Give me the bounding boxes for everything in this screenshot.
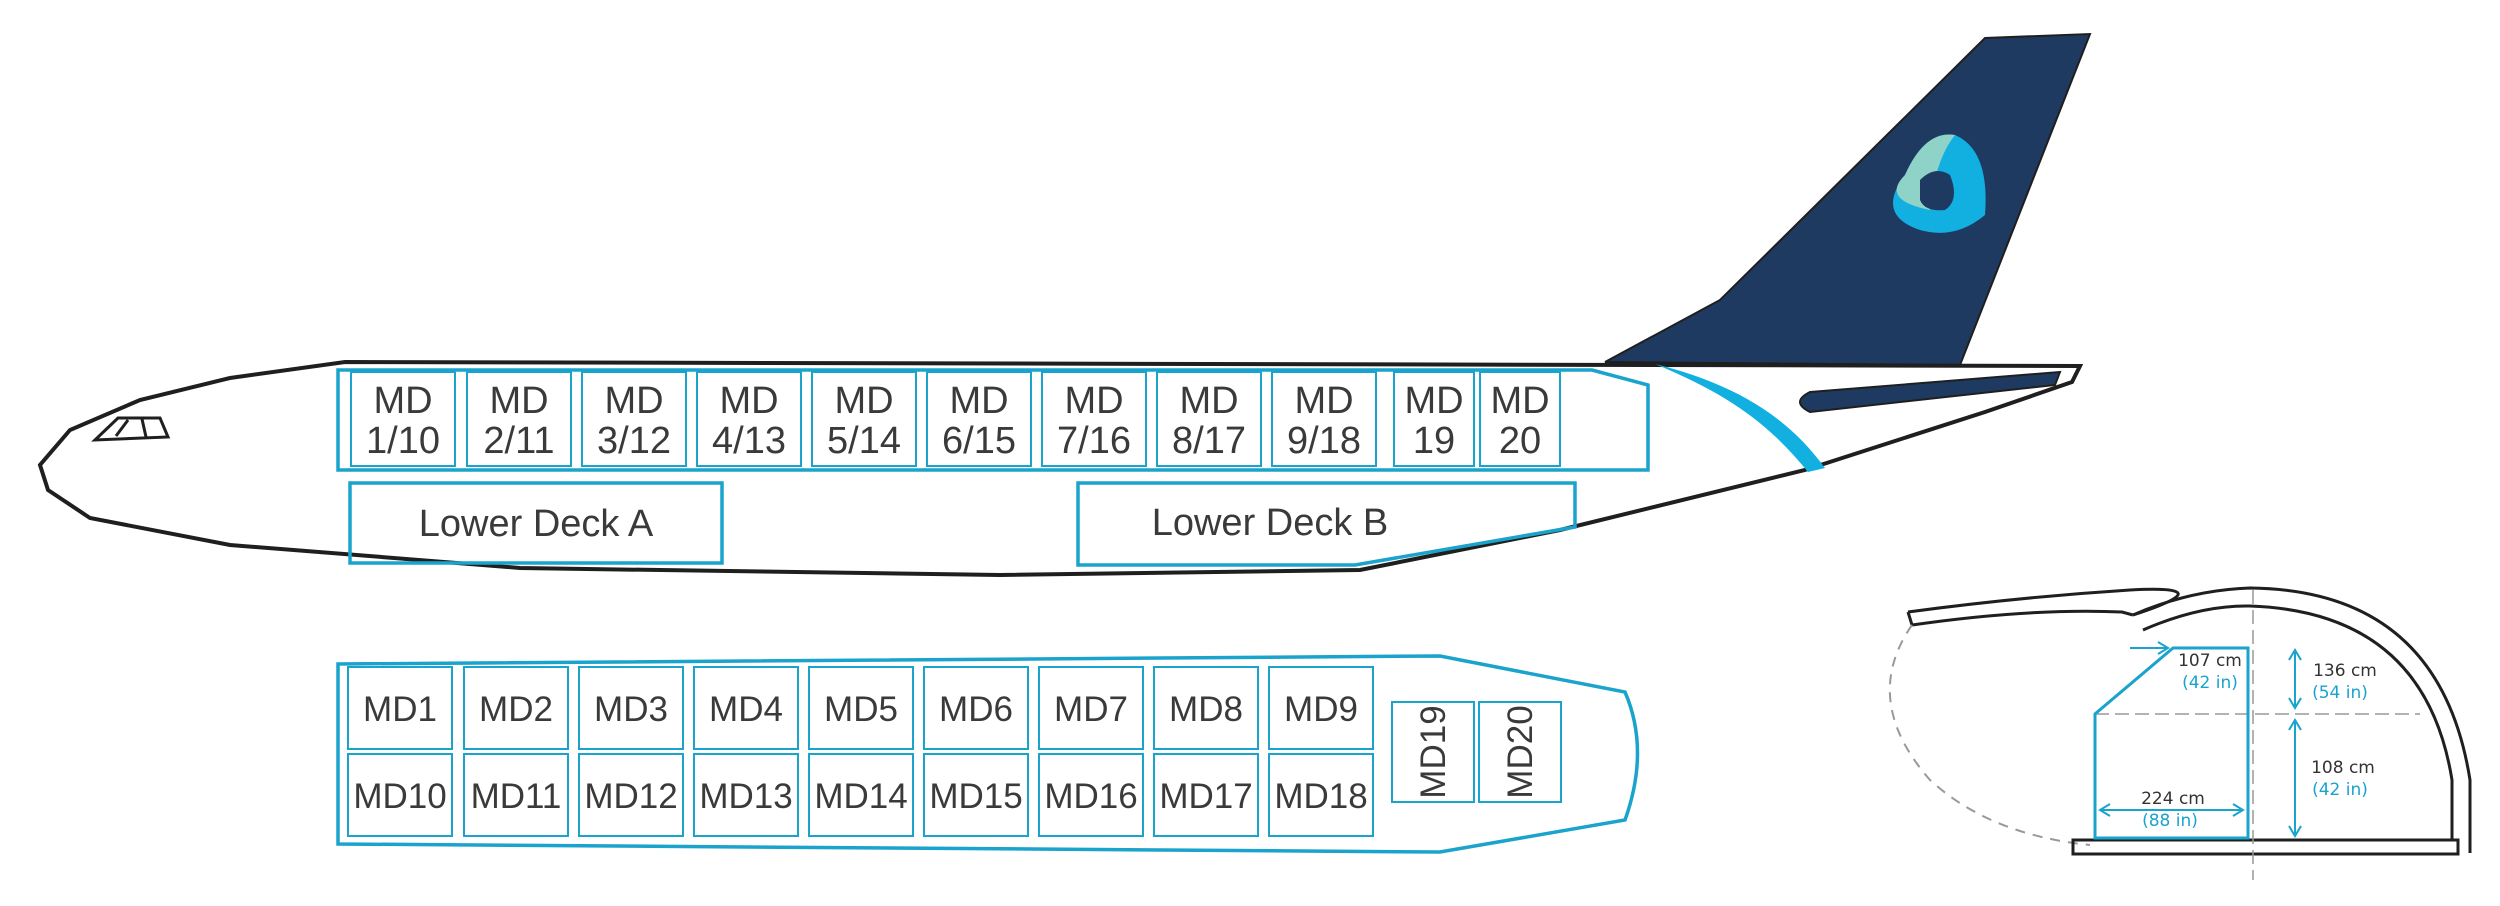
lower-deck-b-box (1076, 481, 1577, 567)
position-label-bottom: 19 (1413, 420, 1455, 462)
position-label: MD5 (824, 690, 898, 729)
upper-deck-position (926, 371, 1032, 467)
position-label-bottom: 1/10 (366, 420, 440, 462)
position-label-rotated: MD19 (1414, 705, 1453, 798)
position-label-top: MD (489, 380, 548, 422)
main-deck-position (808, 666, 914, 750)
upper-deck-position (581, 371, 687, 467)
main-deck-position (463, 753, 569, 837)
position-label: MD11 (471, 777, 562, 816)
position-label: MD14 (814, 777, 907, 816)
position-label-top: MD (834, 380, 893, 422)
main-deck-position (347, 666, 453, 750)
main-deck-position (578, 753, 684, 837)
position-label-top: MD (1294, 380, 1353, 422)
upper-deck-position (696, 371, 802, 467)
position-label: MD4 (709, 690, 783, 729)
position-label-bottom: 6/15 (942, 420, 1016, 462)
position-label-bottom: 3/12 (597, 420, 671, 462)
main-deck-position (693, 666, 799, 750)
main-deck-position (808, 753, 914, 837)
base-width-label: 224 cm (2141, 789, 2205, 809)
airline-logo (1893, 134, 1986, 233)
upper-deck-position (1156, 371, 1262, 467)
top-width-label: 107 cm (2178, 651, 2242, 671)
position-label: MD7 (1054, 690, 1128, 729)
position-label: MD15 (929, 777, 1022, 816)
position-label: MD2 (479, 690, 553, 729)
tail-fin (1604, 32, 2092, 367)
upper-deck-outline (336, 368, 1650, 472)
main-deck-position (1268, 666, 1374, 750)
lower-deck-a-label: Lower Deck A (419, 503, 654, 545)
cross-section-diagram (1888, 586, 2472, 880)
position-label: MD12 (584, 777, 677, 816)
lower-deck-b-label: Lower Deck B (1152, 502, 1389, 544)
main-deck-position (347, 753, 453, 837)
main-deck-position (578, 666, 684, 750)
upper-deck-position (1479, 371, 1561, 467)
position-label: MD6 (939, 690, 1013, 729)
tail-sweep (1655, 364, 1825, 472)
position-label-top: MD (1179, 380, 1238, 422)
position-label-bottom: 20 (1499, 420, 1541, 462)
main-deck-position (1038, 666, 1144, 750)
top-width-inches: (42 in) (2182, 673, 2238, 693)
position-label-top: MD (949, 380, 1008, 422)
lower-height-label: 108 cm (2311, 758, 2375, 778)
position-label-top: MD (719, 380, 778, 422)
main-deck-position (923, 753, 1029, 837)
main-deck-position (923, 666, 1029, 750)
position-label-bottom: 9/18 (1287, 420, 1361, 462)
position-label-rotated: MD20 (1501, 705, 1540, 798)
upper-deck-position (466, 371, 572, 467)
upper-height-label: 136 cm (2313, 661, 2377, 681)
position-label: MD18 (1274, 777, 1367, 816)
position-label-bottom: 4/13 (712, 420, 786, 462)
position-label: MD1 (363, 690, 437, 729)
position-label: MD13 (699, 777, 792, 816)
position-label: MD10 (353, 777, 446, 816)
position-label-top: MD (373, 380, 432, 422)
rotated-position (1391, 701, 1475, 803)
upper-deck-position (350, 371, 456, 467)
position-label-bottom: 8/17 (1172, 420, 1246, 462)
main-deck-position (1038, 753, 1144, 837)
horizontal-stabilizer (1799, 370, 2062, 414)
top-view-outline (336, 654, 1640, 854)
position-label: MD9 (1284, 690, 1358, 729)
position-label-top: MD (604, 380, 663, 422)
upper-deck-position (1393, 371, 1475, 467)
main-deck-position (1268, 753, 1374, 837)
rotated-position (1478, 701, 1562, 803)
upper-deck-position (1271, 371, 1377, 467)
position-label: MD16 (1044, 777, 1137, 816)
main-deck-position (1153, 753, 1259, 837)
upper-deck-position (1041, 371, 1147, 467)
main-deck-position (1153, 666, 1259, 750)
lower-deck-a-box (348, 481, 724, 565)
position-label-bottom: 7/16 (1057, 420, 1131, 462)
cockpit-windows (91, 416, 171, 442)
position-label-top: MD (1064, 380, 1123, 422)
base-width-inches: (88 in) (2142, 811, 2198, 831)
upper-deck-position (811, 371, 917, 467)
main-deck-position (693, 753, 799, 837)
position-label-bottom: 5/14 (827, 420, 901, 462)
position-label: MD8 (1169, 690, 1243, 729)
position-label: MD17 (1159, 777, 1252, 816)
position-label-top: MD (1490, 380, 1549, 422)
position-label-top: MD (1404, 380, 1463, 422)
main-deck-position (463, 666, 569, 750)
position-label-bottom: 2/11 (483, 420, 554, 462)
lower-height-inches: (42 in) (2312, 780, 2368, 800)
position-label: MD3 (594, 690, 668, 729)
upper-height-inches: (54 in) (2312, 683, 2368, 703)
